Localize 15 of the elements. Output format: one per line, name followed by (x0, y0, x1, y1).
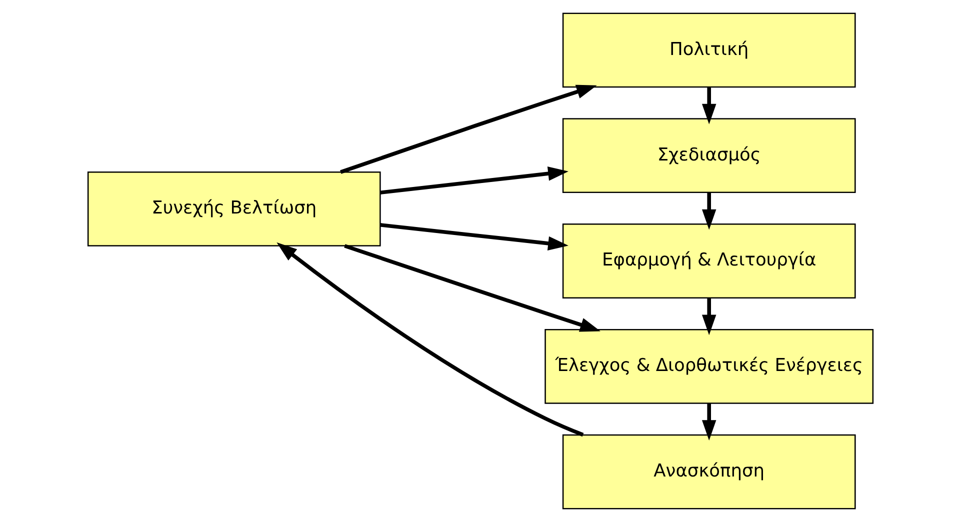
arrow (276, 242, 584, 437)
arrow (702, 298, 716, 336)
arrow (380, 166, 568, 194)
arrow (344, 244, 600, 332)
arrow (380, 223, 568, 250)
arrow (702, 403, 716, 441)
arrow (340, 84, 597, 174)
arrow (702, 192, 716, 230)
node-box: Σχεδιασμός (562, 118, 856, 194)
node-box: Πολιτική (562, 12, 856, 88)
arrow (702, 87, 716, 124)
node-box: Εφαρμογή & Λειτουργία (562, 224, 856, 298)
node-box: Έλεγχος & Διορθωτικές Ενέργειες (544, 328, 874, 404)
node-box: Ανασκόπηση (562, 434, 856, 510)
node-box: Συνεχής Βελτίωση (87, 171, 381, 246)
